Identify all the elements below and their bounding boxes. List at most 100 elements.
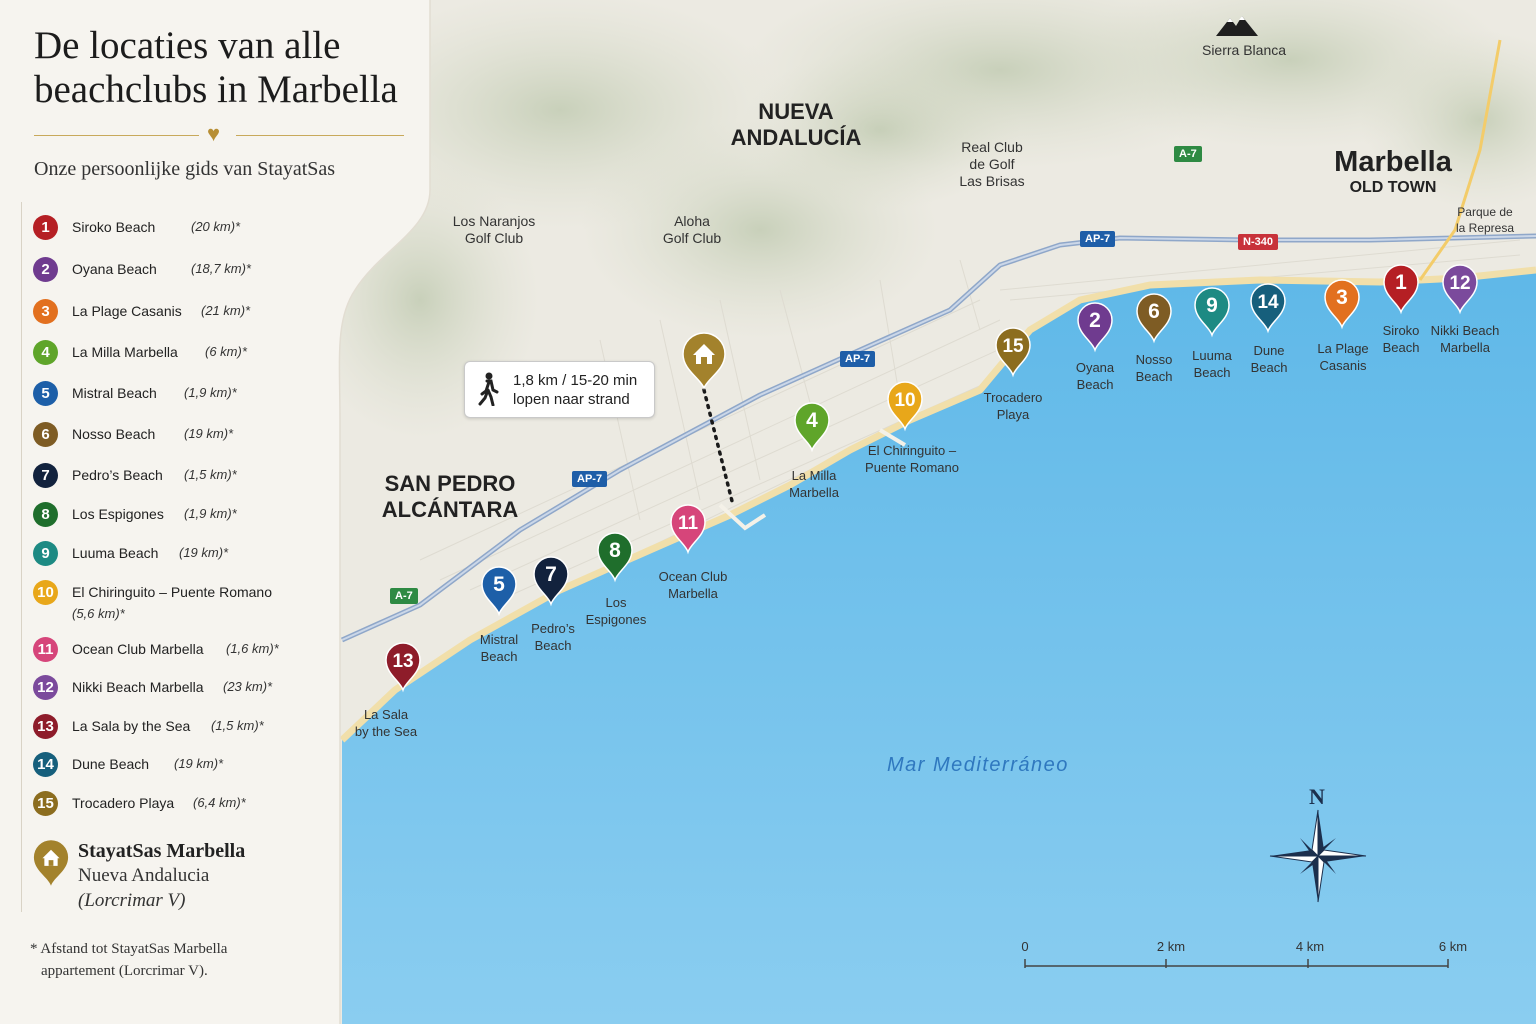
beach-marker-label-line: Luuma — [1192, 348, 1232, 363]
beach-marker-12[interactable]: 12 — [1442, 264, 1478, 315]
legend-item-name: Trocadero Playa — [72, 795, 175, 811]
legend-item-distance: (1,5 km)* — [184, 467, 237, 482]
beach-marker-label-line: Mistral — [479, 632, 519, 647]
legend-item-distance: (23 km)* — [223, 679, 273, 694]
title-divider-right — [236, 135, 404, 136]
beach-marker-3[interactable]: 3 — [1324, 279, 1360, 330]
beach-marker-6[interactable]: 6 — [1136, 293, 1172, 344]
walk-line: lopen naar strand — [513, 391, 630, 408]
map-pin-icon — [481, 566, 517, 617]
place-line: Golf Club — [464, 230, 524, 246]
beach-marker-number: 12 — [1449, 273, 1470, 294]
legend-number-badge: 9 — [33, 541, 58, 566]
beach-marker-label-line: Beach — [534, 638, 572, 653]
beach-marker-15[interactable]: 15 — [995, 327, 1031, 378]
beach-marker-8[interactable]: 8 — [597, 532, 633, 583]
home-marker[interactable] — [682, 332, 726, 391]
home-legend-icon — [33, 840, 69, 886]
map-pin-icon — [670, 504, 706, 555]
beach-marker-label-line: La Plage — [1317, 341, 1369, 356]
beach-marker-13[interactable]: 13 — [385, 642, 421, 693]
legend-number-badge: 5 — [33, 381, 58, 406]
beach-marker-label-line: Siroko — [1382, 323, 1420, 338]
region-line: OLD TOWN — [1349, 179, 1437, 196]
beach-marker-number: 14 — [1257, 292, 1279, 313]
region-line: SAN PEDRO — [384, 471, 516, 496]
beach-marker-9[interactable]: 9 — [1194, 287, 1230, 338]
walking-distance-text: 1,8 km / 15-20 min lopen naar strand — [513, 371, 637, 409]
legend-number-badge: 3 — [33, 299, 58, 324]
beach-marker-1[interactable]: 1 — [1383, 264, 1419, 315]
legend-item-distance: (18,7 km)* — [191, 261, 251, 276]
sidebar-panel — [0, 0, 431, 1024]
road-sign-ap7-2: AP-7 — [840, 351, 876, 367]
beach-marker-11[interactable]: 11 — [670, 504, 706, 555]
place-sierra-blanca: Sierra Blanca — [1202, 42, 1286, 59]
map-pin-icon — [533, 556, 569, 607]
map-pin-icon — [794, 402, 830, 453]
road-sign-a7-west: A-7 — [390, 588, 418, 604]
beach-marker-label-line: Beach — [1250, 360, 1288, 375]
legend-item-name: Siroko Beach — [72, 219, 156, 235]
beach-marker-number: 13 — [392, 651, 413, 672]
beach-marker-number: 4 — [806, 409, 818, 432]
beach-marker-7[interactable]: 7 — [533, 556, 569, 607]
place-line: Sierra Blanca — [1201, 42, 1287, 58]
place-aloha: Aloha Golf Club — [663, 213, 721, 247]
footnote-line: * Afstand tot StayatSas Marbella — [30, 941, 228, 957]
scale-label: 4 km — [1295, 939, 1325, 954]
beach-marker-number: 5 — [493, 573, 505, 596]
beach-marker-label-line: Los — [605, 595, 627, 610]
map-pin-icon — [995, 327, 1031, 378]
legend-item-distance: (20 km)* — [191, 219, 241, 234]
map-pin-icon — [1250, 283, 1286, 334]
place-line: de Golf — [969, 156, 1015, 172]
page-title: De locaties van alle beachclubs in Marbe… — [34, 24, 398, 111]
region-line: ALCÁNTARA — [381, 497, 519, 522]
legend-divider — [21, 202, 22, 912]
beach-marker-5[interactable]: 5 — [481, 566, 517, 617]
beach-marker-label-line: Nosso — [1135, 352, 1173, 367]
beach-marker-number: 3 — [1336, 286, 1348, 309]
sea-label: Mar Mediterráneo — [887, 754, 1069, 776]
beach-marker-label-line: Marbella — [1440, 340, 1490, 355]
beach-marker-4[interactable]: 4 — [794, 402, 830, 453]
footnote-line: appartement (Lorcrimar V). — [41, 963, 208, 979]
beach-marker-label-line: Nikki Beach — [1430, 323, 1500, 338]
road-sign-ap7-3: AP-7 — [1080, 231, 1116, 247]
legend-item-distance: (19 km)* — [174, 756, 224, 771]
beach-marker-number: 10 — [894, 390, 915, 411]
place-line: Parque de — [1457, 205, 1513, 219]
map-pin-icon — [597, 532, 633, 583]
home-legend-area: Nueva Andalucia — [78, 865, 210, 886]
beach-marker-10[interactable]: 10 — [887, 381, 923, 432]
legend-number-badge: 2 — [33, 257, 58, 282]
map-pin-icon — [1077, 302, 1113, 353]
legend-item-name: Nosso Beach — [72, 426, 156, 442]
beach-marker-label-line: Trocadero — [983, 390, 1043, 405]
legend-item-name: La Milla Marbella — [72, 344, 178, 360]
legend-item-name: Nikki Beach Marbella — [72, 679, 204, 695]
harbour-east — [878, 428, 907, 447]
compass-north-label: N — [1309, 784, 1325, 809]
beach-marker-2[interactable]: 2 — [1077, 302, 1113, 353]
beach-marker-14[interactable]: 14 — [1250, 283, 1286, 334]
legend-item-name: Pedro’s Beach — [72, 467, 163, 483]
sea — [342, 270, 1536, 1024]
beach-marker-number: 7 — [545, 563, 557, 586]
